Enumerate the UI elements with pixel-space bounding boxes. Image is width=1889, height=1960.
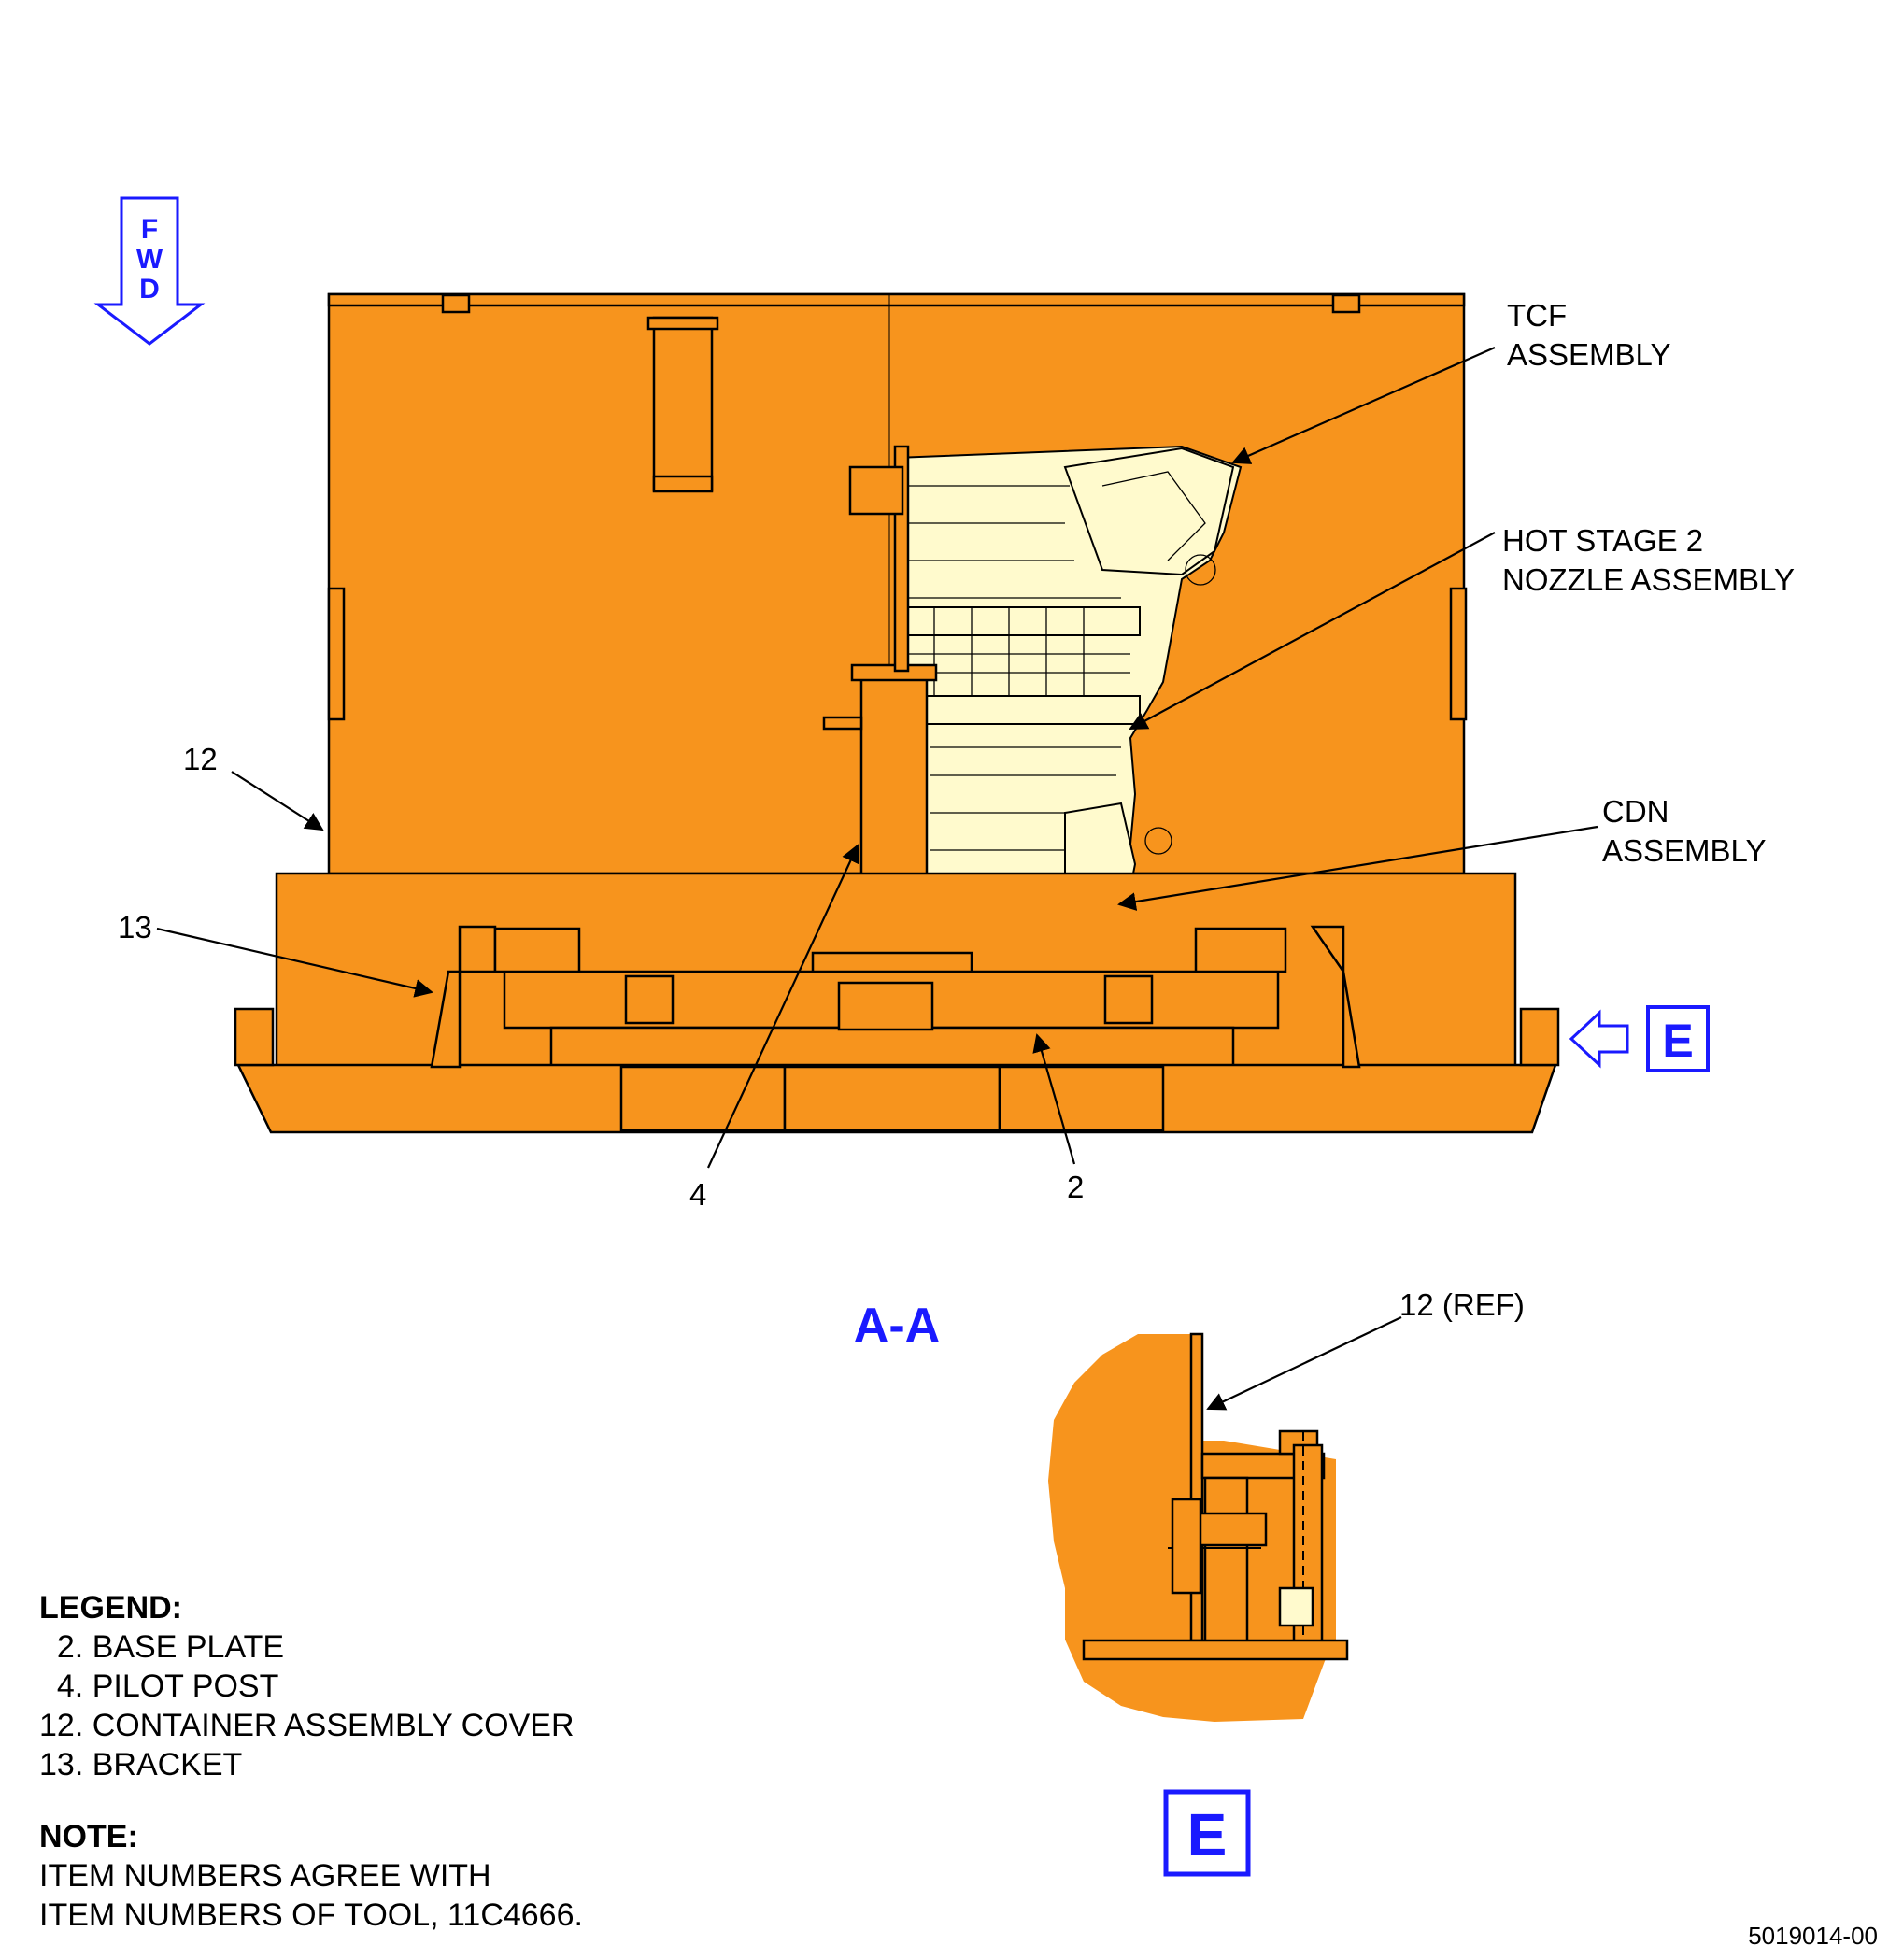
leader-item-12-ref	[1206, 1316, 1402, 1411]
callout-hot-stage-line1: HOT STAGE 2	[1502, 523, 1703, 558]
callout-hot-stage-line2: NOZZLE ASSEMBLY	[1502, 562, 1795, 597]
engine-assembly	[894, 445, 1243, 973]
detail-e	[1048, 1332, 1349, 1722]
note: NOTE: ITEM NUMBERS AGREE WITH ITEM NUMBE…	[39, 1817, 583, 1935]
bracket-right	[1310, 925, 1361, 1069]
legend: LEGEND: 2. BASE PLATE 4. PILOT POST 12. …	[39, 1588, 575, 1784]
callout-item-13: 13	[118, 910, 152, 944]
callout-item-4: 4	[689, 1177, 706, 1212]
callout-tcf-line1: TCF	[1507, 298, 1567, 333]
legend-item: 4. PILOT POST	[39, 1669, 279, 1704]
legend-heading: LEGEND:	[39, 1590, 182, 1626]
fwd-letter-f: F	[141, 214, 158, 245]
base-skid	[234, 872, 1560, 1134]
callout-cdn-line2: ASSEMBLY	[1602, 833, 1766, 868]
callout-item-2: 2	[1067, 1170, 1084, 1204]
callout-cdn-line1: CDN	[1602, 794, 1669, 829]
view-e-label: E	[1662, 1015, 1693, 1067]
figure-number: 5019014-00	[1748, 1922, 1878, 1950]
bracket-left	[430, 925, 497, 1069]
note-line: ITEM NUMBERS AGREE WITH	[39, 1858, 491, 1894]
view-e-reference: E	[1569, 1005, 1710, 1072]
fwd-letter-d: D	[139, 274, 160, 305]
callout-tcf-line2: ASSEMBLY	[1507, 337, 1670, 372]
detail-e-label-box: E	[1163, 1789, 1251, 1877]
legend-item: 13. BRACKET	[39, 1747, 243, 1782]
note-line: ITEM NUMBERS OF TOOL, 11C4666.	[39, 1897, 583, 1933]
legend-item: 2. BASE PLATE	[39, 1629, 285, 1665]
callout-item-12: 12	[183, 742, 218, 776]
legend-item: 12. CONTAINER ASSEMBLY COVER	[39, 1708, 575, 1743]
note-heading: NOTE:	[39, 1819, 138, 1854]
callout-item-12-ref: 12 (REF)	[1399, 1287, 1525, 1322]
fwd-letter-w: W	[136, 244, 163, 275]
fwd-arrow-icon: F W D	[93, 196, 206, 346]
detail-e-label: E	[1187, 1801, 1228, 1868]
leader-lines	[156, 346, 1598, 1169]
section-label-a-a: A-A	[854, 1299, 940, 1353]
